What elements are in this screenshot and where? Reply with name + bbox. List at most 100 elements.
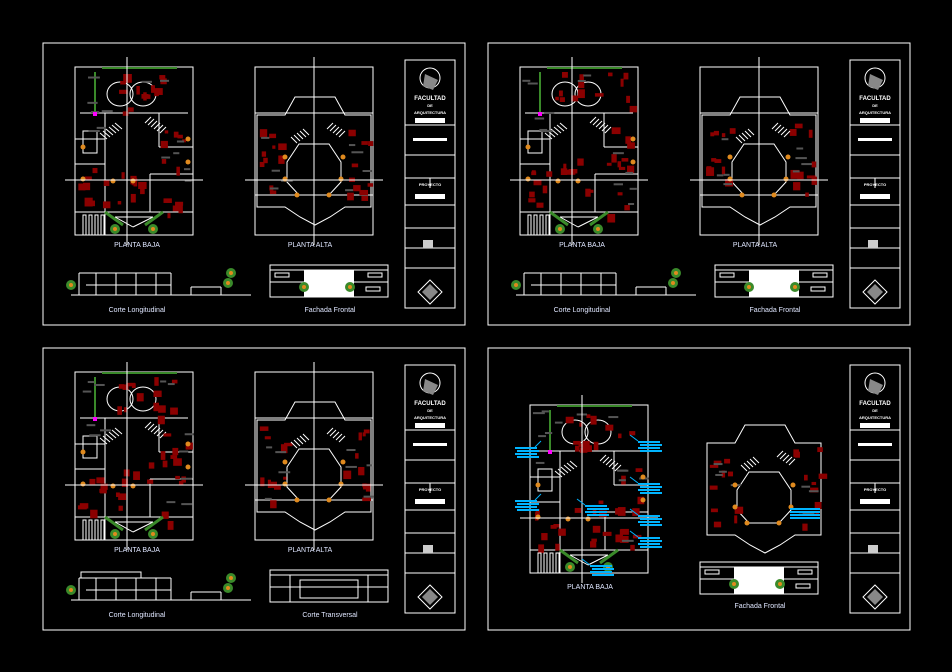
wall-line [587,554,609,566]
furniture-block [278,143,287,151]
annotation-text [790,517,820,519]
furniture-block [259,161,265,168]
parking-stall [82,214,87,236]
wall-line [105,433,114,441]
column-marker [294,192,300,198]
text-hatch [82,390,92,393]
field [860,499,890,504]
pool-shape [561,419,589,445]
section-label-right: Corte Transversal [302,612,358,619]
wall-line [599,454,607,462]
column-marker [785,154,791,160]
furniture-block [810,487,819,493]
wall-line [569,460,578,468]
text-hatch [101,110,113,113]
upper-floor-plan [245,57,383,245]
wall-line [777,126,785,134]
text-hatch [179,450,189,453]
column-marker [80,449,86,455]
furniture-block [173,131,179,138]
furniture-block [607,213,616,223]
text-hatch [713,463,723,466]
field [858,443,892,446]
wall-line [335,128,343,136]
annotation-text [638,543,660,545]
furniture-block [541,533,548,541]
facade-elevation [699,561,819,595]
faculty-logo-fill [423,379,438,395]
window [795,583,811,589]
furniture-block [170,407,178,415]
furniture-block [159,75,166,80]
wall-line [132,521,154,533]
furniture-block [163,433,172,437]
furniture-block [594,93,604,97]
annotations [515,434,662,576]
furniture-block [100,483,108,490]
furniture-block [721,166,726,175]
furniture-block [608,72,613,77]
parking-stall [539,214,544,236]
furniture-block [620,528,629,535]
project-label: PROYECTO [419,182,441,187]
furniture-block [579,447,588,453]
tree-trunk [226,586,230,590]
furniture-block [714,159,722,163]
text-hatch [796,147,804,150]
seal-icon [868,240,878,248]
wall-line [592,118,600,126]
title-de: DE [427,408,433,413]
title-de: DE [872,103,878,108]
column-marker [340,154,346,160]
furniture-block [531,171,537,176]
column-marker [130,483,136,489]
annotation-text [790,511,820,513]
column-marker [525,144,531,150]
wall-line [560,466,569,474]
wall-line [326,427,334,435]
hedge [539,72,541,112]
furniture-block [536,202,544,208]
furniture-block [170,455,178,459]
longitudinal-section [66,571,251,601]
title-faculty: FACULTAD [859,96,891,102]
wall-line [159,126,167,134]
wall-line [740,464,748,472]
furniture-block [727,471,734,477]
furniture-block [153,402,160,412]
furniture-block [151,85,155,93]
furniture-block [575,445,580,452]
text-hatch [792,170,800,173]
title-faculty: FACULTAD [414,401,446,407]
furniture-block [811,161,817,168]
ground-floor-plan [65,362,203,550]
column-marker [575,178,581,184]
furniture-block [154,377,159,386]
furniture-block [162,460,168,468]
column-marker [585,516,591,522]
furniture-block [598,500,604,504]
section-label-right: Fachada Frontal [750,307,801,314]
column-marker [732,504,738,510]
furniture-block [815,511,819,515]
column-marker [294,497,300,503]
furniture-block [617,161,622,168]
text-hatch [544,111,555,114]
text-hatch [527,82,538,85]
annotation-text [638,521,660,523]
furniture-block [155,88,163,95]
furniture-block [618,166,626,170]
furniture-block [278,155,285,164]
furniture-block [725,179,734,187]
column-marker [185,464,191,470]
annotation-text [517,450,539,452]
furniture-block [117,406,123,415]
furniture-block [117,201,122,205]
text-hatch [583,74,592,77]
dining-table [527,130,543,154]
wall-line [743,462,751,470]
wall-line [332,126,340,134]
